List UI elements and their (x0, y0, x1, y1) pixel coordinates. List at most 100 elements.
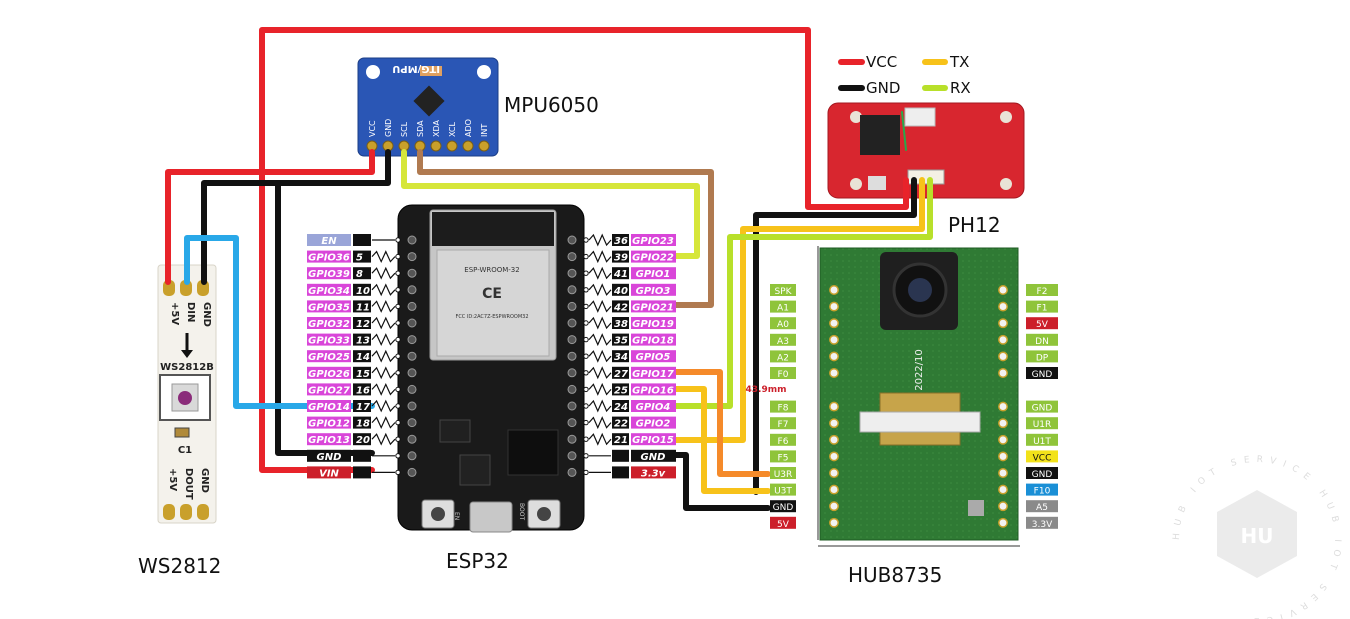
esp-header-hole (567, 351, 577, 361)
hub8735-board: 2022/10 (817, 246, 1020, 547)
esp-pin-num-badge (353, 350, 371, 363)
watermark-logo: HUB IOT SERVICE HUB IOT SERVICE HU (1172, 455, 1335, 619)
hub-left-pin-a2: A2 (770, 350, 839, 363)
hub-header-hole (998, 468, 1008, 478)
esp-pin-name: GPIO33 (308, 336, 350, 347)
esp-pin-name: GND (641, 452, 666, 463)
ws-pin-gnd-bottom: GND (199, 468, 210, 493)
hub-pin-badge (1026, 500, 1058, 513)
hub-pin-badge (1026, 367, 1058, 379)
hub-pin-badge (1026, 433, 1058, 446)
hub-pin-name: 5V (777, 520, 790, 530)
esp-pin-name: GPIO13 (308, 435, 350, 446)
esp-header-hole (407, 434, 417, 444)
hub-pin-name: F7 (778, 420, 789, 430)
hub-pin-name: GND (1032, 470, 1053, 480)
hub-header-hole (829, 401, 839, 412)
esp-pin-name: GPIO26 (308, 369, 350, 380)
esp-pin-name: GPIO23 (632, 236, 674, 247)
esp-pin-num-badge (353, 317, 371, 329)
esp-pin-num: 42 (613, 302, 628, 313)
esp-header-hole (407, 451, 417, 461)
esp-pin-name-badge (307, 234, 351, 246)
esp-pin-name-badge (307, 350, 351, 363)
hub-board-text: 2022/10 (914, 349, 925, 391)
esp-pin-name: GPIO39 (308, 269, 350, 280)
hub-right-pin-dn: DN (998, 333, 1058, 347)
hub-pin-badge (770, 400, 796, 413)
esp-pin-num-badge (353, 267, 371, 280)
esp-pin-name-badge (631, 234, 676, 246)
ws-pin-5v-bottom: +5V (167, 468, 178, 491)
esp-header-hole (567, 318, 577, 328)
esp-pin-name-badge (307, 283, 351, 296)
mpu-pin-label: XCL (448, 122, 457, 137)
hub-right-pin-vcc: VCC (998, 450, 1058, 463)
esp-header-hole (407, 252, 417, 262)
hub-header-hole (829, 334, 839, 345)
esp-pin-num-badge (353, 366, 371, 379)
hub-header-hole (829, 501, 839, 512)
wires (165, 27, 933, 511)
esp-header-hole (407, 318, 417, 328)
hub-pin-badge (770, 516, 796, 529)
esp-en-button-label: EN (453, 512, 460, 520)
legend-gnd-label: GND (866, 79, 900, 97)
ws2812-module: +5V DIN GND WS2812B C1 +5V DOUT GND (157, 264, 217, 524)
esp32-board: ESP-WROOM-32 CE FCC ID:2AC7Z-ESPWROOM32 … (397, 204, 585, 533)
esp-header-hole (567, 467, 577, 477)
esp-pin-num: 25 (614, 385, 628, 396)
esp-pin-num: 11 (356, 302, 370, 313)
wire-gpio16-u3t (673, 386, 771, 494)
hub-pin-name: DP (1036, 353, 1049, 363)
hub-pin-name: U1R (1033, 420, 1052, 430)
esp-pin-num: 8 (356, 269, 363, 280)
ws-pin-gnd-top: GND (201, 302, 212, 327)
hub-left-pin-f5: F5 (770, 450, 839, 463)
esp-pin-name-badge (631, 366, 676, 379)
hub-header-hole (998, 334, 1008, 345)
hub-right-pin-33v: 3.3V (998, 516, 1058, 530)
esp-pin-name-badge (631, 416, 676, 429)
esp-pin-name-badge (631, 350, 676, 363)
hub-header-hole (829, 318, 839, 329)
hub-pin-badge (1026, 467, 1058, 479)
hub-left-pin-a1: A1 (770, 300, 839, 314)
ph12-trace (901, 111, 907, 151)
hub-pin-badge (770, 417, 796, 430)
esp-pin-num-badge (612, 433, 629, 446)
esp-boot-button-label: BOOT (518, 503, 525, 520)
esp-pin-name: 3.3v (641, 468, 666, 479)
esp-pin-num: 24 (614, 402, 628, 413)
hub-pin-badge (1026, 300, 1058, 313)
esp-pin-name-badge (631, 449, 676, 462)
hub-header-hole (998, 484, 1008, 495)
ph12-label: PH12 (948, 213, 1001, 237)
esp-pin-num: 35 (614, 336, 628, 347)
esp-pin-num: 16 (356, 385, 370, 396)
wire-ph12-rx-gpio4 (673, 177, 933, 409)
esp-header-hole (407, 401, 417, 411)
mpu-pin-label: XDA (432, 120, 441, 138)
esp-pin-num-badge (353, 449, 371, 462)
esp-pin-num-badge (612, 416, 629, 429)
mpu-pin-hole (430, 140, 442, 152)
esp-header-hole (407, 301, 417, 311)
mpu-pin-label: GND (384, 119, 393, 137)
mpu-pin-label: SDA (416, 120, 425, 137)
esp-pin-name: GPIO5 (636, 352, 671, 363)
hub-pin-name: F0 (778, 370, 789, 380)
hub-pin-badge (770, 367, 796, 379)
esp-pin-name-badge (631, 250, 676, 263)
hub-pin-badge (1026, 516, 1058, 529)
esp-header-hole (407, 285, 417, 295)
esp-pin-name-badge (307, 383, 351, 396)
legend-tx-label: TX (949, 53, 969, 71)
wire-mpu-vcc-ws5v (165, 149, 375, 285)
hub-header-hole (998, 501, 1008, 512)
wire-ph12-gnd (753, 177, 917, 495)
esp-pin-num: 13 (356, 336, 370, 347)
hub-pin-badge (1026, 350, 1058, 363)
mpu-board-text: ITG/MPU (392, 63, 440, 74)
